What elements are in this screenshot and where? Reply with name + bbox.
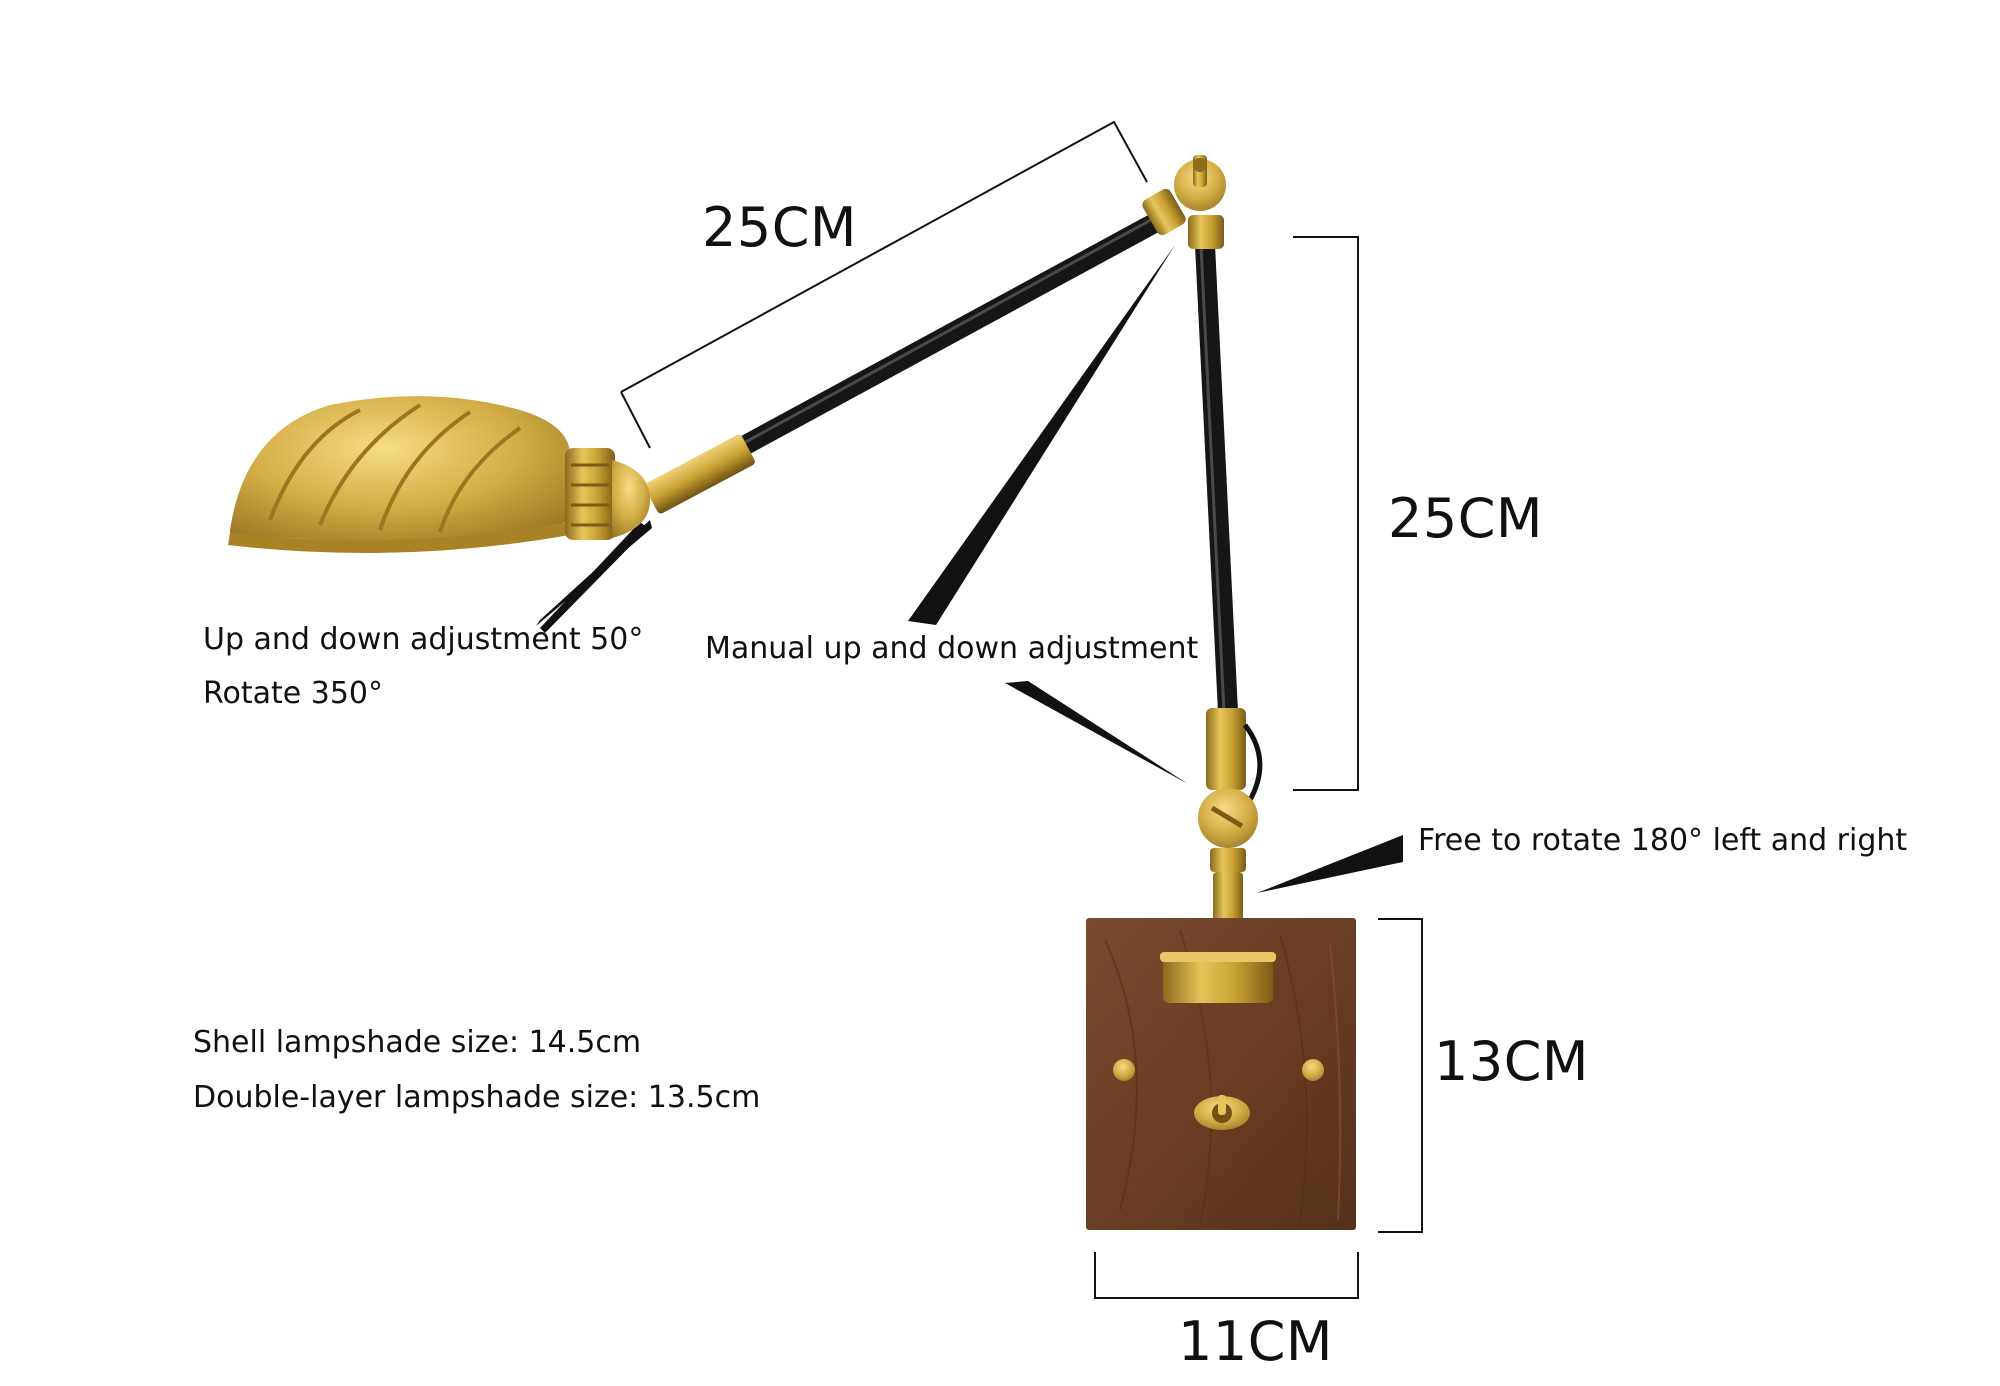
shade-pointer-wedge-tip bbox=[536, 520, 652, 626]
left-screw-icon bbox=[1113, 1059, 1135, 1081]
lower-joint bbox=[1198, 708, 1263, 932]
lower-arm-rod bbox=[1195, 235, 1238, 722]
joint-pointer-wedge bbox=[1005, 681, 1188, 784]
upper-arm-rod bbox=[730, 210, 1170, 458]
shell-lampshade bbox=[228, 396, 650, 553]
base-rotate-label: Free to rotate 180° left and right bbox=[1418, 823, 1908, 858]
shell-lampshade-size-label: Shell lampshade size: 14.5cm bbox=[193, 1025, 642, 1060]
shade-adjust-label-line2: Rotate 350° bbox=[203, 676, 384, 711]
lower-arm-length-label: 25CM bbox=[1388, 487, 1544, 550]
base-pointer-wedge bbox=[1257, 835, 1403, 893]
upper-arm-brass-sleeve bbox=[644, 434, 755, 514]
elbow-adjust-label: Manual up and down adjustment bbox=[705, 631, 1199, 666]
shade-adjust-label-line1: Up and down adjustment 50° bbox=[203, 622, 644, 657]
toggle-switch-icon[interactable] bbox=[1194, 1095, 1250, 1130]
base-width-dimension-bracket bbox=[1094, 1252, 1359, 1299]
elbow-joint bbox=[1142, 155, 1226, 249]
wooden-base bbox=[1086, 918, 1356, 1230]
elbow-pointer-wedge bbox=[908, 245, 1175, 625]
upper-arm-dimension-bracket bbox=[620, 120, 1148, 449]
double-layer-lampshade-size-label: Double-layer lampshade size: 13.5cm bbox=[193, 1080, 761, 1115]
base-height-label: 13CM bbox=[1434, 1030, 1590, 1093]
right-screw-icon bbox=[1302, 1059, 1324, 1081]
base-height-dimension-bracket bbox=[1378, 918, 1423, 1233]
upper-arm-length-label: 25CM bbox=[702, 196, 858, 259]
lower-arm-dimension-bracket bbox=[1293, 236, 1359, 791]
base-width-label: 11CM bbox=[1178, 1310, 1334, 1373]
